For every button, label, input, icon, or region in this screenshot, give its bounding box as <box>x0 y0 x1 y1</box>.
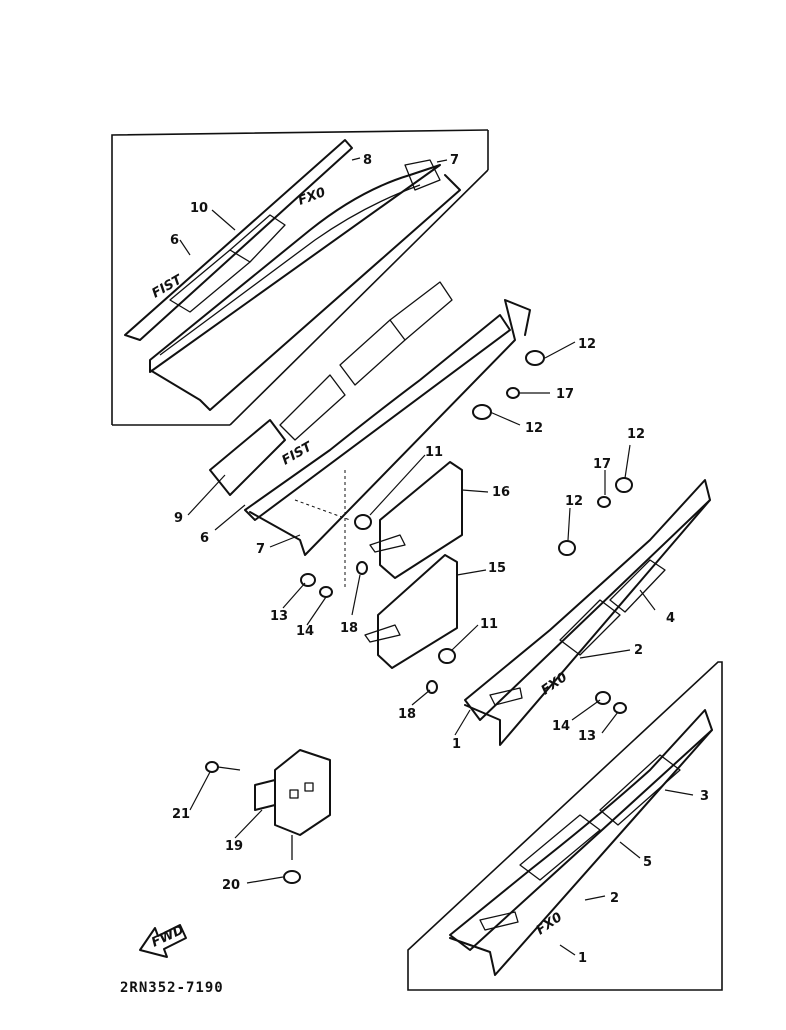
plate-15 <box>364 554 458 669</box>
callout-11: 11 <box>480 617 498 632</box>
callout-1: 1 <box>452 737 461 752</box>
svg-text:FX0: FX0 <box>296 185 327 209</box>
callout-5: 5 <box>643 855 652 870</box>
callout-8: 8 <box>363 153 372 168</box>
callout-3: 3 <box>700 789 709 804</box>
callout-7: 7 <box>256 542 265 557</box>
callout-14: 14 <box>296 624 314 639</box>
callout-13: 13 <box>578 729 596 744</box>
callout-12: 12 <box>627 427 645 442</box>
plate-16 <box>369 461 463 579</box>
side-cover-part-3: FX0 <box>449 709 713 976</box>
side-cover-middle: FIST <box>209 281 531 590</box>
callout-7: 7 <box>450 153 459 168</box>
callout-17: 17 <box>556 387 574 402</box>
side-cover-strip-upper: FX0 FIST <box>124 139 461 411</box>
inset-frame-lower-right <box>407 661 723 991</box>
svg-text:FX0: FX0 <box>534 910 566 938</box>
callout-2: 2 <box>634 643 643 658</box>
callout-9: 9 <box>174 511 183 526</box>
callout-6: 6 <box>170 233 179 248</box>
diagram-code: 2RN352-7190 <box>120 980 224 996</box>
svg-text:FX0: FX0 <box>539 670 571 698</box>
callouts: 8 7 10 6 12 17 12 12 11 17 16 12 9 6 7 1… <box>170 153 709 966</box>
callout-14: 14 <box>552 719 570 734</box>
callout-11: 11 <box>425 445 443 460</box>
bracket-19 <box>254 749 331 860</box>
callout-6: 6 <box>200 531 209 546</box>
side-cover-part-4: FX0 <box>464 479 711 746</box>
forward-direction-arrow-icon: FWD <box>139 923 187 958</box>
callout-12: 12 <box>525 421 543 436</box>
callout-21: 21 <box>172 807 190 822</box>
callout-18: 18 <box>398 707 416 722</box>
callout-18: 18 <box>340 621 358 636</box>
callout-15: 15 <box>488 561 506 576</box>
hardware <box>205 350 633 884</box>
callout-13: 13 <box>270 609 288 624</box>
callout-10: 10 <box>190 201 208 216</box>
callout-4: 4 <box>666 611 675 626</box>
callout-19: 19 <box>225 839 243 854</box>
callout-12: 12 <box>565 494 583 509</box>
callout-20: 20 <box>222 878 240 893</box>
callout-12: 12 <box>578 337 596 352</box>
inset-frame-upper-left <box>111 129 489 426</box>
callout-17: 17 <box>593 457 611 472</box>
leader-lines <box>179 157 694 956</box>
callout-1: 1 <box>578 951 587 966</box>
callout-16: 16 <box>492 485 510 500</box>
callout-2: 2 <box>610 891 619 906</box>
